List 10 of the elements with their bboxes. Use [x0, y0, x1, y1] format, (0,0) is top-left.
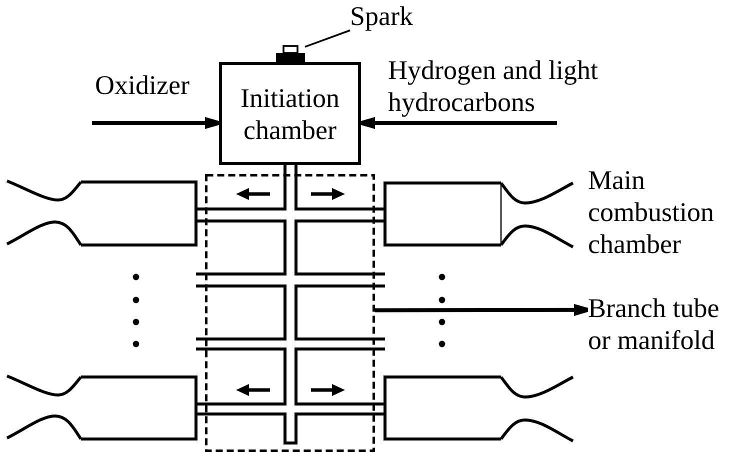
part-label: Branch tube or manifold	[588, 292, 726, 356]
chamber-label: Initiation chamber	[240, 82, 340, 146]
dashed-frame	[205, 174, 375, 452]
part-label: Main combustion chamber	[588, 164, 715, 260]
chamber-box	[219, 62, 361, 165]
edge-label: Hydrogen and light hydrocarbons	[388, 54, 599, 118]
spark-plug-icon	[276, 45, 305, 63]
edge-label: Oxidizer	[95, 69, 190, 101]
part-label: Spark	[350, 0, 413, 32]
leader-line	[304, 30, 350, 48]
